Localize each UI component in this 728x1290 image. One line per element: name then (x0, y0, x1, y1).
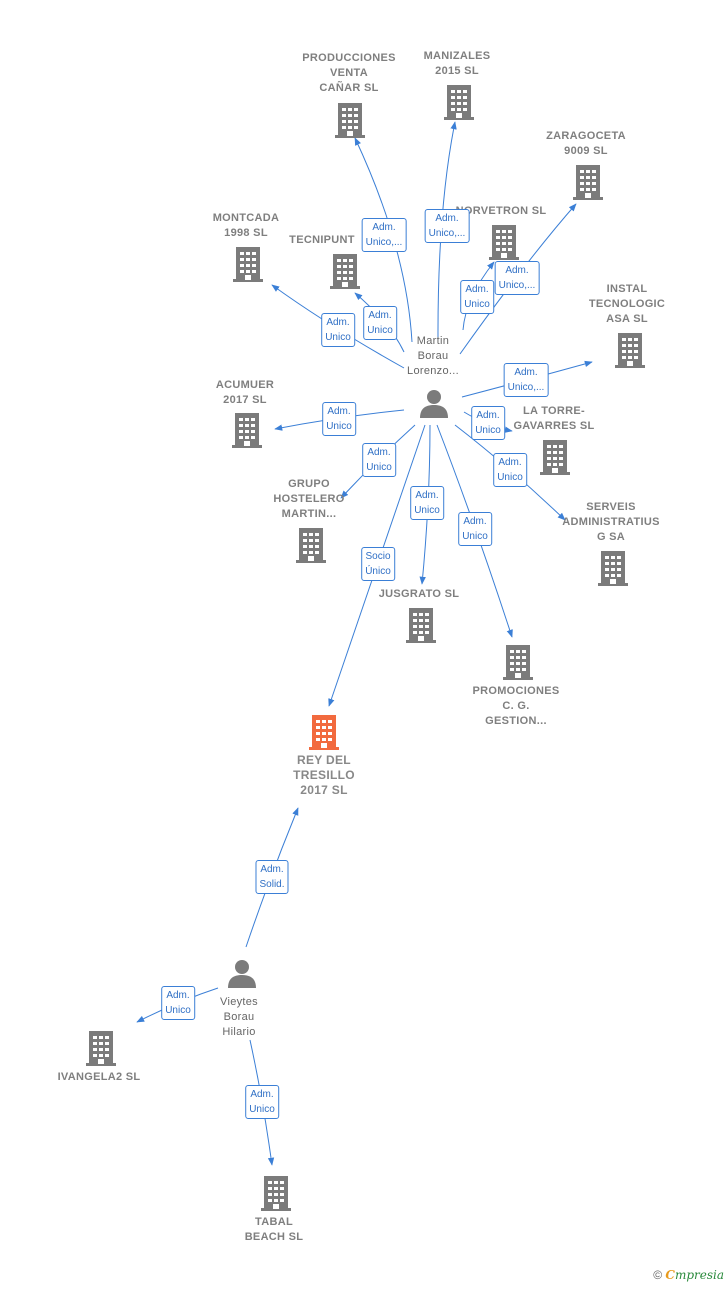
promo-building-icon[interactable] (502, 644, 534, 680)
edge-label-vieytes-rey[interactable]: Adm.Solid. (255, 860, 289, 894)
edge-label-martin-maniz[interactable]: Adm.Unico,... (424, 209, 470, 243)
serv-building-icon[interactable] (597, 550, 629, 586)
tabal-building-icon[interactable] (260, 1175, 292, 1211)
edge-label-martin-instal[interactable]: Adm.Unico,... (503, 363, 549, 397)
ivang-label[interactable]: IVANGELA2 SL (57, 1071, 141, 1083)
edge-label-vieytes-tabal[interactable]: Adm.Unico (245, 1085, 279, 1119)
norve-building-icon[interactable] (488, 224, 520, 260)
edge-label-martin-grupo[interactable]: Adm.Unico (362, 443, 396, 477)
footer-brand: © Cmpresia (653, 1268, 724, 1282)
instal-building-icon[interactable] (614, 332, 646, 368)
montc-building-icon[interactable] (232, 246, 264, 282)
copyright-symbol: © (653, 1268, 663, 1282)
edge-label-martin-promo[interactable]: Adm.Unico (458, 512, 492, 546)
edge-label-martin-tecnip[interactable]: Adm.Unico (363, 306, 397, 340)
norve-label[interactable]: NORVETRON SL (455, 205, 547, 217)
edge-label-martin-torre[interactable]: Adm.Unico (471, 406, 505, 440)
acum-building-icon[interactable] (231, 412, 263, 448)
edge-label-martin-montc[interactable]: Adm.Unico (321, 313, 355, 347)
tecnip-label[interactable]: TECNIPUNT (289, 234, 355, 246)
edge-label-martin-zarag[interactable]: Adm.Unico,... (494, 261, 540, 295)
edge-label-martin-serv[interactable]: Adm.Unico (493, 453, 527, 487)
jusg-building-icon[interactable] (405, 607, 437, 643)
maniz-building-icon[interactable] (443, 84, 475, 120)
zarag-building-icon[interactable] (572, 164, 604, 200)
jusg-label[interactable]: JUSGRATO SL (378, 588, 460, 600)
produc-building-icon[interactable] (334, 102, 366, 138)
edge-label-martin-jusg[interactable]: Adm.Unico (410, 486, 444, 520)
tecnip-building-icon[interactable] (329, 253, 361, 289)
edge-label-vieytes-ivang[interactable]: Adm.Unico (161, 986, 195, 1020)
vieytes-person-icon[interactable] (226, 958, 258, 990)
edge-label-martin-norve[interactable]: Adm.Unico (460, 280, 494, 314)
rey-building-icon[interactable] (308, 714, 340, 750)
edge-label-martin-acum[interactable]: Adm.Unico (322, 402, 356, 436)
empresia-logo[interactable]: Cmpresia (665, 1268, 724, 1282)
torre-building-icon[interactable] (539, 439, 571, 475)
grupo-building-icon[interactable] (295, 527, 327, 563)
ivang-building-icon[interactable] (85, 1030, 117, 1066)
martin-person-icon[interactable] (418, 388, 450, 420)
torre-label[interactable]: LA TORRE-GAVARRES SL (513, 405, 595, 432)
edge-label-martin-produc[interactable]: Adm.Unico,... (361, 218, 407, 252)
